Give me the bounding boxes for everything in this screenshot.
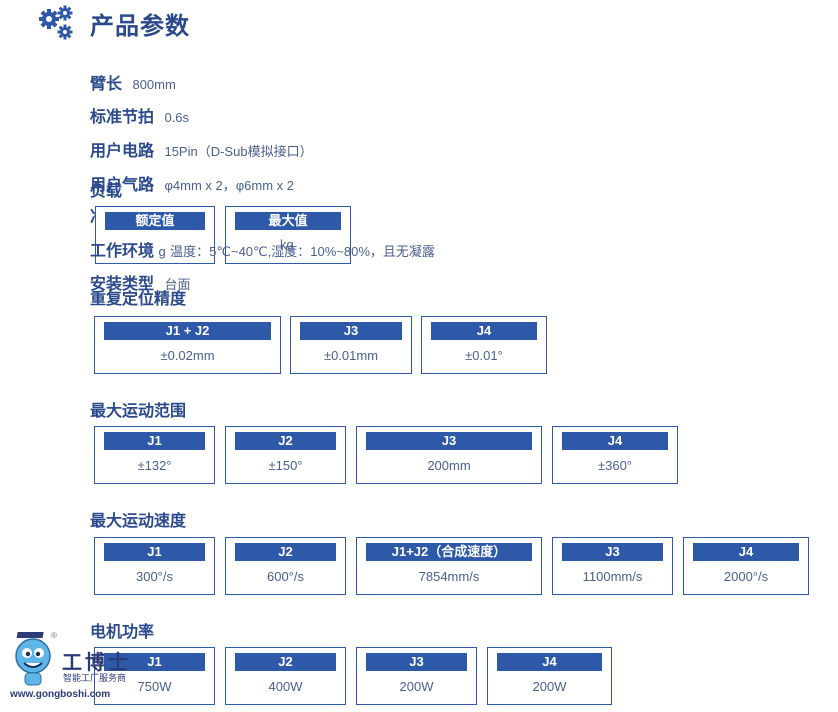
power-card-j2: J2 400W bbox=[225, 647, 346, 705]
card-value: 300°/s bbox=[135, 569, 173, 584]
card-value: 600°/s bbox=[266, 569, 304, 584]
page-title: 产品参数 bbox=[90, 13, 190, 40]
card-head: J4 bbox=[431, 322, 537, 340]
spec-label-arm-length: 臂长 800mm bbox=[90, 76, 176, 93]
card-value: ±360° bbox=[597, 458, 633, 473]
card-value: 750W bbox=[137, 679, 172, 694]
brand-subtitle: 智能工厂服务商 bbox=[63, 673, 127, 683]
spec-value-arm-length: 800mm bbox=[132, 77, 176, 92]
card-value: 200mm bbox=[427, 458, 471, 473]
brand-url: www.gongboshi.com bbox=[10, 689, 111, 700]
spec-label-mount-type: 安装类型 台面 bbox=[90, 276, 191, 293]
card-head: J3 bbox=[562, 543, 663, 561]
spec-value-cycle-time: 0.6s bbox=[164, 110, 190, 125]
payload-card-head: 最大值 bbox=[235, 212, 341, 230]
spec-label-payload: 负载 bbox=[90, 183, 123, 200]
payload-card-rated: 额定值 bbox=[95, 206, 215, 264]
spec-label-user-air: 用户气路 φ4mm x 2，φ6mm x 2 bbox=[90, 177, 295, 194]
card-value: 200W bbox=[399, 679, 434, 694]
payload-card-max: 最大值 kg bbox=[225, 206, 351, 264]
card-value: 400W bbox=[268, 679, 303, 694]
card-head: J1+J2（合成速度） bbox=[366, 543, 532, 561]
payload-card-head: 额定值 bbox=[105, 212, 205, 230]
card-value: ±150° bbox=[268, 458, 303, 473]
card-value: 1100mm/s bbox=[582, 569, 643, 584]
power-card-j4: J4 200W bbox=[487, 647, 612, 705]
card-value: 7854mm/s bbox=[418, 569, 480, 584]
section-title-repeatability: 重复定位精度 bbox=[90, 291, 187, 308]
speed-card-j2: J2 600°/s bbox=[225, 537, 346, 595]
range-card-j4: J4 ±360° bbox=[552, 426, 678, 484]
range-card-j3: J3 200mm bbox=[356, 426, 542, 484]
card-head: J1 bbox=[104, 432, 205, 450]
card-value: ±0.02mm bbox=[160, 348, 215, 363]
spec-label-environment: 工作环境 g 温度：5℃~40℃,湿度：10%~80%，且无凝露 bbox=[90, 243, 435, 260]
power-card-j1: J1 750W bbox=[94, 647, 215, 705]
card-head: J3 bbox=[300, 322, 402, 340]
repeatability-card-j4: J4 ±0.01° bbox=[421, 316, 547, 374]
spec-value-user-circuit: 15Pin（D-Sub模拟接口） bbox=[164, 144, 313, 159]
speed-card-j3: J3 1100mm/s bbox=[552, 537, 673, 595]
section-title-range: 最大运动范围 bbox=[90, 403, 187, 420]
card-value: ±132° bbox=[137, 458, 172, 473]
spec-value-user-air: φ4mm x 2，φ6mm x 2 bbox=[164, 178, 295, 193]
payload-card-value: kg bbox=[280, 237, 294, 252]
card-head: J3 bbox=[366, 653, 467, 671]
spec-value-mount-type: 台面 bbox=[164, 277, 191, 292]
speed-card-j1: J1 300°/s bbox=[94, 537, 215, 595]
card-head: J4 bbox=[562, 432, 668, 450]
section-title-speed: 最大运动速度 bbox=[90, 513, 187, 530]
mascot-icon bbox=[15, 632, 51, 686]
section-title-motor-power: 电机功率 bbox=[90, 624, 155, 641]
card-head: J1 + J2 bbox=[104, 322, 271, 340]
speed-card-j4: J4 2000°/s bbox=[683, 537, 809, 595]
range-card-j2: J2 ±150° bbox=[225, 426, 346, 484]
gears-icon bbox=[39, 5, 73, 40]
spec-label-user-circuit: 用户电路 15Pin（D-Sub模拟接口） bbox=[90, 143, 313, 160]
repeatability-card-j1j2: J1 + J2 ±0.02mm bbox=[94, 316, 281, 374]
card-value: ±0.01° bbox=[465, 348, 503, 363]
card-head: J4 bbox=[497, 653, 602, 671]
card-value: 2000°/s bbox=[723, 569, 769, 584]
spec-label-cycle-time: 标准节拍 0.6s bbox=[90, 109, 190, 126]
card-value: 200W bbox=[532, 679, 567, 694]
power-card-j3: J3 200W bbox=[356, 647, 477, 705]
speed-card-j1j2: J1+J2（合成速度） 7854mm/s bbox=[356, 537, 542, 595]
card-head: J4 bbox=[693, 543, 799, 561]
card-head: J2 bbox=[235, 432, 336, 450]
card-head: J2 bbox=[235, 653, 336, 671]
repeatability-card-j3: J3 ±0.01mm bbox=[290, 316, 412, 374]
card-value: ±0.01mm bbox=[323, 348, 379, 363]
registered-mark: ® bbox=[51, 631, 57, 640]
card-head: J3 bbox=[366, 432, 532, 450]
payload-fragment: g bbox=[158, 244, 166, 259]
range-card-j1: J1 ±132° bbox=[94, 426, 215, 484]
card-head: J2 bbox=[235, 543, 336, 561]
spec-value-environment: 温度：5℃~40℃,湿度：10%~80%，且无凝露 bbox=[170, 244, 435, 259]
card-head: J1 bbox=[104, 653, 205, 671]
card-head: J1 bbox=[104, 543, 205, 561]
brand-name: 工博士 bbox=[62, 650, 131, 674]
